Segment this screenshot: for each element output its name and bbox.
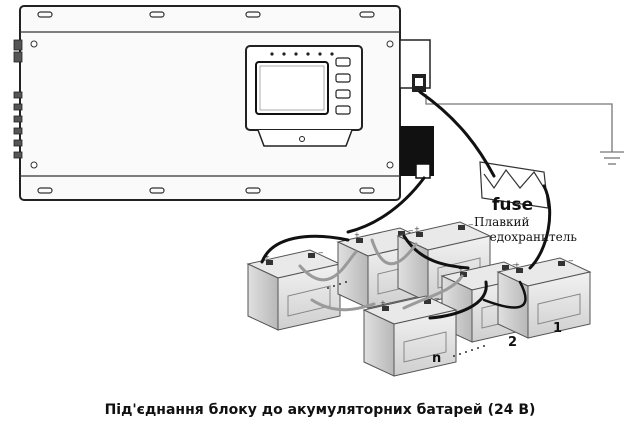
cables bbox=[260, 90, 552, 320]
diagram-caption: Під'єднання блоку до акумуляторних батар… bbox=[104, 402, 536, 418]
ground-terminal-box bbox=[399, 39, 431, 92]
battery-1 bbox=[497, 256, 591, 339]
fuse-label: fuse bbox=[492, 195, 533, 215]
battery-label-1: 1 bbox=[553, 321, 562, 336]
fuse: fuse bbox=[479, 161, 549, 215]
display-panel bbox=[245, 45, 363, 147]
battery-n bbox=[363, 294, 457, 377]
fuse-caption-line1: Плавкий bbox=[474, 215, 530, 229]
inverter-unit bbox=[13, 5, 401, 201]
battery-terminal-box bbox=[400, 126, 434, 179]
battery-bank bbox=[247, 220, 591, 377]
fuse-caption-line2: предохранитель bbox=[474, 230, 577, 244]
dotted-continuation bbox=[327, 281, 485, 357]
battery-label-n: n bbox=[432, 351, 441, 366]
ground-symbol bbox=[425, 94, 624, 165]
battery-label-2: 2 bbox=[508, 335, 517, 350]
